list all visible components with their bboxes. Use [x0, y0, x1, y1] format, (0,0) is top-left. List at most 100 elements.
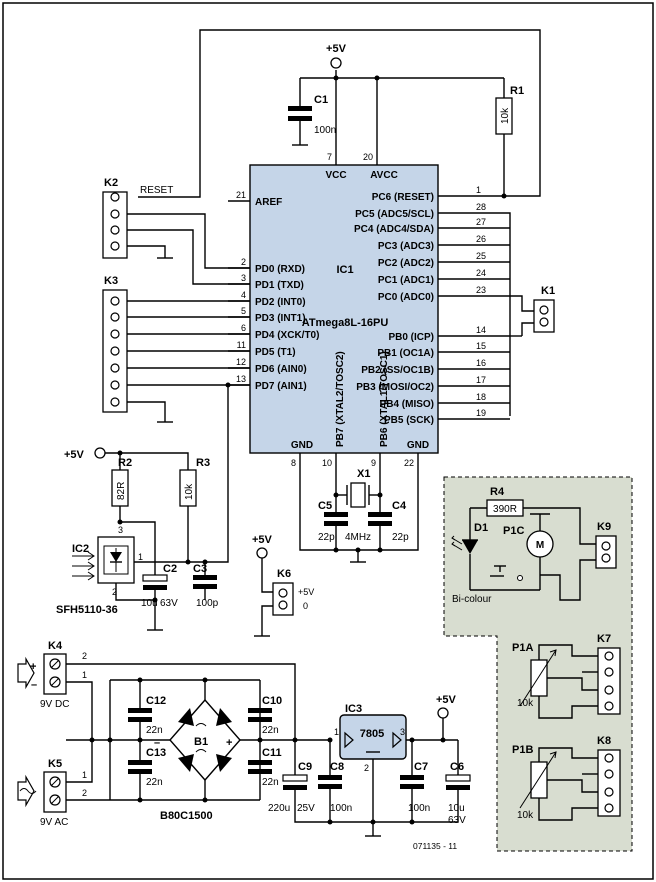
ic1-left-pin-num: 5 — [241, 306, 246, 316]
ic1-left-pin-label: PD3 (INT1) — [255, 313, 306, 324]
k8-connector — [597, 749, 621, 817]
ic1-right-pin-label: PC2 (ADC2) — [378, 258, 434, 269]
k4-power-input-icon — [17, 656, 35, 690]
r1-name: R1 — [510, 85, 524, 97]
ic1-right-pin-label: PB4 (MISO) — [380, 399, 434, 410]
connector-pin — [110, 192, 120, 202]
p1c-name: P1C — [503, 525, 524, 537]
ic1-pin8-num: 8 — [291, 458, 296, 468]
ic1-pin20-num: 20 — [363, 152, 373, 162]
ic1-right-pin-label: PB0 (ICP) — [388, 332, 434, 343]
k4-note: 9V DC — [40, 699, 69, 710]
c2-voltage: 63V — [160, 598, 178, 609]
k6-connector — [272, 582, 294, 616]
c10-name: C10 — [262, 695, 282, 707]
ic1-right-pin-label: PC5 (ADC5/SCL) — [355, 209, 434, 220]
connector-pin — [604, 753, 614, 763]
ic1-pin22-num: 22 — [404, 458, 414, 468]
ic1-left-pin-label: PD6 (AIN0) — [255, 364, 307, 375]
vcc-terminal-ic3 — [437, 707, 449, 719]
ic1-gnd-right-label: GND — [407, 440, 429, 451]
k9-connector — [595, 535, 617, 569]
led-light-icon — [451, 535, 463, 551]
connector-pin — [604, 803, 614, 813]
k9-name: K9 — [597, 521, 611, 533]
ic1-left-pin-num: 11 — [237, 340, 246, 350]
ic1-right-pin-num: 16 — [476, 358, 486, 368]
c1-value: 100n — [314, 125, 336, 136]
ic1-pin9-num: 9 — [371, 458, 376, 468]
c8-name: C8 — [330, 761, 344, 773]
ic1-right-pin-num: 26 — [476, 234, 486, 244]
ic1-right-pin-label: PB1 (OC1A) — [377, 348, 434, 359]
ic1-right-pin-num: 14 — [476, 325, 486, 335]
c4-name: C4 — [392, 500, 407, 512]
ic3-input-arrow-icon — [344, 731, 354, 749]
p1a-body — [530, 659, 548, 697]
connector-pin — [604, 651, 614, 661]
c5-name: C5 — [318, 500, 332, 512]
ic2-part: SFH5110-36 — [56, 604, 118, 616]
k6-vcc-label: +5V — [298, 587, 314, 597]
ic1-right-pin-label: PB5 (SCK) — [384, 415, 434, 426]
ic1-left-pin-num: 6 — [241, 323, 246, 333]
ic1-right-pin-label: PB3 (MOSI/OC2) — [356, 382, 434, 393]
c12-name: C12 — [146, 695, 166, 707]
ic1-right-pin-num: 24 — [476, 268, 486, 278]
k5-pin1: 1 — [82, 770, 87, 780]
b1-plus: + — [226, 737, 232, 749]
k7-name: K7 — [597, 633, 611, 645]
c1-plate-top — [288, 106, 312, 111]
connector-pin — [110, 241, 120, 251]
ic1-right-pin-num: 28 — [476, 202, 486, 212]
k5-note: 9V AC — [40, 817, 68, 828]
b1-part: B80C1500 — [160, 810, 213, 822]
ic1-left-pin-num: 12 — [236, 357, 246, 367]
ic1-pin10-num: 10 — [322, 458, 332, 468]
k1-connector — [533, 299, 555, 333]
k5-pin2: 2 — [82, 788, 87, 798]
vcc-terminal-top — [330, 57, 342, 69]
c9-value: 220u — [268, 803, 290, 814]
vcc-terminal-ic2 — [94, 447, 106, 459]
k6-name: K6 — [277, 568, 291, 580]
ic1-right-pin-num: 19 — [476, 408, 486, 418]
k3-name: K3 — [104, 275, 118, 287]
ic2-pin1: 1 — [138, 552, 143, 562]
connector-pin — [110, 346, 120, 356]
c3-name: C3 — [193, 563, 207, 575]
ic1-pb6-label: PB6 (XTAL1/TOSC1) — [379, 351, 390, 447]
b1-name: B1 — [194, 736, 208, 748]
c11-name: C11 — [262, 747, 282, 759]
c4-value: 22p — [392, 532, 409, 543]
c2-name: C2 — [163, 563, 177, 575]
ic1-right-pin-num: 1 — [476, 185, 481, 195]
p1b-value: 10k — [517, 810, 534, 821]
c3-value: 100p — [196, 598, 219, 609]
ic1-pin-vcc-label: VCC — [325, 170, 346, 181]
ic1-right-pin-label: PC3 (ADC3) — [378, 241, 434, 252]
c13-name: C13 — [146, 747, 166, 759]
r3-name: R3 — [196, 457, 210, 469]
c7-value: 100n — [408, 803, 430, 814]
vcc-label-top: +5V — [326, 43, 347, 55]
connector-pin — [110, 329, 120, 339]
ic1-part: ATmega8L-16PU — [302, 317, 389, 329]
ic1-left-pin-num: 3 — [241, 273, 246, 283]
ic1-right-pin-label: PC6 (RESET) — [372, 192, 434, 203]
c9-voltage: 25V — [297, 803, 315, 814]
p1b-body — [530, 761, 548, 799]
ic2-name: IC2 — [72, 543, 89, 555]
ic3-name: IC3 — [345, 703, 362, 715]
ic1-left-pin-label: PD4 (XCK/T0) — [255, 330, 319, 341]
infrared-light-icon — [72, 551, 95, 581]
ic3-pin2: 2 — [364, 763, 369, 773]
c1-name: C1 — [314, 94, 328, 106]
k2-name: K2 — [104, 177, 118, 189]
x1-crystal — [350, 482, 366, 508]
connector-pin — [110, 296, 120, 306]
b1-minus: – — [154, 737, 160, 749]
ic1-right-pin-num: 15 — [476, 341, 486, 351]
